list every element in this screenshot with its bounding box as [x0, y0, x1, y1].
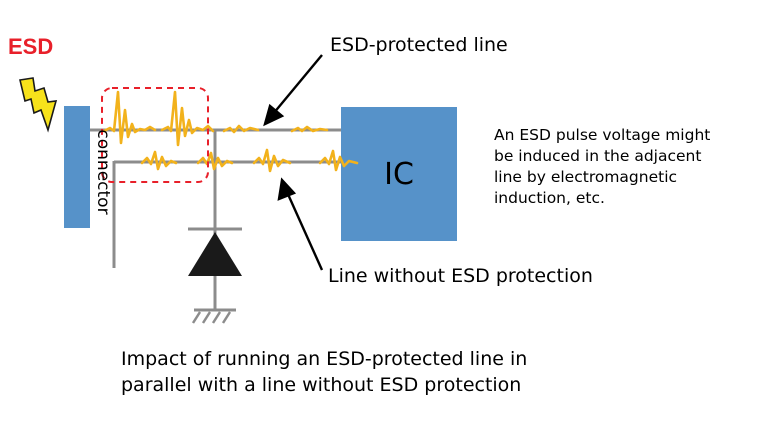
pulse-unprotected-3 — [252, 148, 292, 173]
connector-block — [64, 106, 90, 228]
pulse-unprotected-2 — [196, 151, 234, 171]
pulse-protected-4 — [290, 125, 329, 133]
esd-label: ESD — [8, 34, 54, 59]
lightning-bolt-icon — [19, 77, 58, 133]
protected-line-label: ESD-protected line — [330, 34, 508, 56]
ic-block — [341, 107, 457, 241]
pulse-unprotected-1 — [140, 150, 178, 171]
pulse-protected-1 — [102, 90, 157, 145]
induction-note: An ESD pulse voltage might be induced in… — [494, 125, 710, 209]
unprotected-line-label: Line without ESD protection — [328, 265, 593, 287]
unprotected-arrow-head — [277, 177, 297, 201]
unprotected-arrow — [285, 191, 324, 271]
pulse-protected-2 — [160, 90, 215, 147]
figure-caption: Impact of running an ESD-protected line … — [121, 346, 527, 398]
diode-icon — [188, 232, 242, 276]
note-line: line by electromagnetic — [494, 168, 678, 186]
connector-label: connector — [93, 129, 113, 215]
note-line: be induced in the adjacent — [494, 147, 702, 165]
protected-arrow-head — [263, 103, 285, 127]
caption-line: parallel with a line without ESD protect… — [121, 374, 522, 396]
pulse-unprotected-4 — [318, 149, 359, 172]
callout-arrows — [263, 54, 324, 271]
note-line: induction, etc. — [494, 189, 605, 207]
ic-label: IC — [384, 156, 414, 192]
esd-pulses — [102, 90, 359, 173]
caption-line: Impact of running an ESD-protected line … — [121, 348, 528, 370]
note-line: An ESD pulse voltage might — [494, 126, 711, 144]
wires — [90, 128, 341, 312]
ground-icon — [191, 311, 232, 324]
induction-highlight-box — [101, 87, 209, 183]
pulse-protected-3 — [222, 124, 260, 134]
protected-arrow — [272, 54, 323, 115]
